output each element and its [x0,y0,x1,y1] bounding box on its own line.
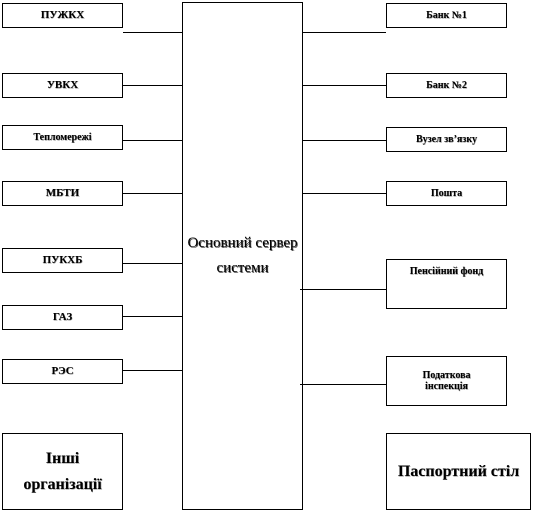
node-passport: Паспортний стіл [386,433,531,510]
connector-poshta [303,193,386,194]
node-label: Паспортний стіл [397,462,520,480]
main-server-box: Основний сервер системи [182,2,303,510]
connector-pukhb [123,263,182,264]
main-server-label: Основний сервер системи [187,235,298,276]
node-vuzol: Вузел зв’язку [386,127,507,152]
node-mbti: МБТИ [2,181,123,206]
connector-res [123,370,182,371]
node-label: Тепломережі [33,131,92,143]
node-bank2: Банк №2 [386,73,507,98]
node-uvkh: УВКХ [2,73,123,98]
node-label: ПУЖКХ [40,9,85,22]
node-label: Пенсійний фонд [409,266,484,277]
node-label: Пошта [430,187,463,199]
node-label: МБТИ [45,187,80,200]
connector-puzhkh [123,32,182,33]
connector-pension [300,289,386,290]
connector-uvkh [123,85,182,86]
node-label: УВКХ [46,79,79,92]
connector-vuzol [303,140,386,141]
connector-teplomerezhi [123,140,182,141]
connector-mbti [123,193,182,194]
node-label: Вузел зв’язку [416,133,477,145]
node-pension: Пенсійний фонд [386,259,507,309]
node-inshi: Інші організації [2,433,123,510]
node-pukhb: ПУКХБ [2,248,123,273]
node-teplomerezhi: Тепломережі [2,125,123,150]
node-label: Інші організації [23,449,102,493]
connector-tax [300,384,386,385]
node-gaz: ГАЗ [2,305,123,330]
node-label: Банк №1 [426,9,467,21]
connector-bank2 [303,85,386,86]
node-bank1: Банк №1 [386,3,507,28]
node-poshta: Пошта [386,181,507,206]
node-tax: Податкова інспекція [386,356,507,406]
node-label: РЭС [51,365,74,378]
connector-bank1 [303,32,386,33]
node-label: Банк №2 [426,79,467,91]
node-res: РЭС [2,359,123,384]
node-label: Податкова інспекція [422,369,471,393]
node-label: ПУКХБ [42,254,83,267]
node-label: ГАЗ [52,311,73,324]
node-puzhkh: ПУЖКХ [2,3,123,28]
connector-gaz [123,316,182,317]
